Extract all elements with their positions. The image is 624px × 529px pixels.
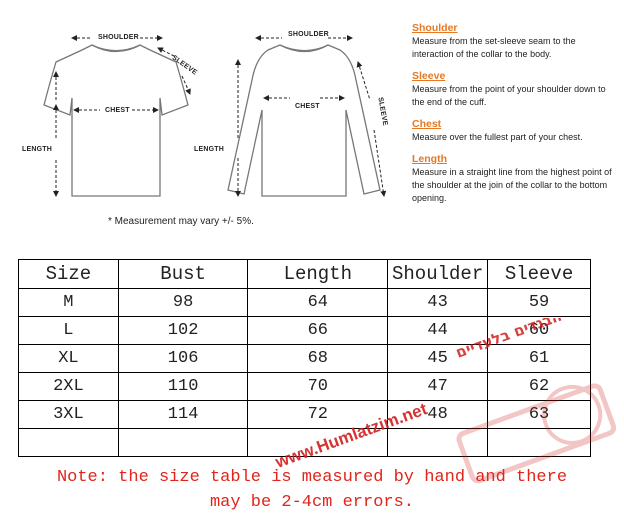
cell-size: XL — [18, 344, 119, 373]
cell-length: 66 — [247, 316, 389, 345]
cell-bust: 98 — [117, 288, 249, 317]
cell-shoulder: 47 — [387, 372, 489, 401]
cell-size: M — [18, 288, 119, 317]
longsleeve-length-label: LENGTH — [194, 146, 224, 153]
cell-size — [18, 428, 119, 457]
table-row-empty — [18, 428, 591, 457]
definition-text: Measure in a straight line from the high… — [412, 167, 612, 203]
cell-length: 72 — [247, 400, 389, 429]
cell-length: 68 — [247, 344, 389, 373]
cell-sleeve: 61 — [487, 344, 591, 373]
cell-shoulder: 43 — [387, 288, 489, 317]
table-row: L 102 66 44 60 — [18, 316, 591, 345]
table-row: M 98 64 43 59 — [18, 288, 591, 317]
longsleeve-shoulder-label: SHOULDER — [288, 31, 329, 38]
cell-sleeve: 62 — [487, 372, 591, 401]
garment-illustrations — [43, 35, 387, 197]
definition-sleeve: Sleeve Measure from the point of your sh… — [412, 70, 617, 109]
measurement-variance-note: * Measurement may vary +/- 5%. — [108, 216, 254, 227]
header-size: Size — [18, 259, 119, 289]
definition-chest: Chest Measure over the fullest part of y… — [412, 118, 617, 144]
cell-shoulder: 48 — [387, 400, 489, 429]
tee-length-label: LENGTH — [22, 146, 52, 153]
size-footnote: Note: the size table is measured by hand… — [0, 465, 624, 515]
cell-size: L — [18, 316, 119, 345]
measurement-definitions: Shoulder Measure from the set-sleeve sea… — [412, 22, 617, 214]
cell-sleeve: 59 — [487, 288, 591, 317]
tee-shoulder-label: SHOULDER — [98, 34, 139, 41]
definition-term: Sleeve — [412, 70, 446, 82]
cell-length: 64 — [247, 288, 389, 317]
tshirt-outline-icon — [43, 44, 189, 197]
cell-bust — [117, 428, 249, 457]
cell-shoulder — [387, 428, 489, 457]
cell-shoulder: 45 — [387, 344, 489, 373]
cell-sleeve — [487, 428, 591, 457]
longsleeve-chest-label: CHEST — [295, 103, 320, 110]
header-length: Length — [247, 259, 389, 289]
header-sleeve: Sleeve — [487, 259, 591, 289]
table-row: 3XL 114 72 48 63 — [18, 400, 591, 429]
cell-size: 3XL — [18, 400, 119, 429]
cell-bust: 106 — [117, 344, 249, 373]
definition-text: Measure from the set-sleeve seam to the … — [412, 36, 576, 59]
size-table: Size Bust Length Shoulder Sleeve M 98 64… — [18, 259, 591, 457]
cell-sleeve: 63 — [487, 400, 591, 429]
header-shoulder: Shoulder — [387, 259, 489, 289]
definition-shoulder: Shoulder Measure from the set-sleeve sea… — [412, 22, 617, 61]
header-bust: Bust — [117, 259, 249, 289]
definition-term: Chest — [412, 118, 442, 130]
cell-shoulder: 44 — [387, 316, 489, 345]
cell-bust: 102 — [117, 316, 249, 345]
footnote-line-1: Note: the size table is measured by hand… — [56, 468, 568, 487]
table-header-row: Size Bust Length Shoulder Sleeve — [18, 259, 591, 289]
definition-term: Shoulder — [412, 22, 458, 34]
definition-text: Measure over the fullest part of your ch… — [412, 132, 583, 142]
cell-length — [247, 428, 389, 457]
cell-size: 2XL — [18, 372, 119, 401]
footnote-line-2: may be 2-4cm errors. — [209, 493, 415, 512]
definition-term: Length — [412, 153, 447, 165]
cell-sleeve: 60 — [487, 316, 591, 345]
table-row: 2XL 110 70 47 62 — [18, 372, 591, 401]
definition-text: Measure from the point of your shoulder … — [412, 84, 606, 107]
cell-length: 70 — [247, 372, 389, 401]
cell-bust: 110 — [117, 372, 249, 401]
cell-bust: 114 — [117, 400, 249, 429]
table-row: XL 106 68 45 61 — [18, 344, 591, 373]
longsleeve-outline-icon — [227, 44, 381, 197]
definition-length: Length Measure in a straight line from t… — [412, 153, 617, 205]
measurement-diagram: SHOULDER CHEST LENGTH SLEEVE SHOULDER CH… — [0, 0, 624, 245]
tee-chest-label: CHEST — [105, 107, 130, 114]
